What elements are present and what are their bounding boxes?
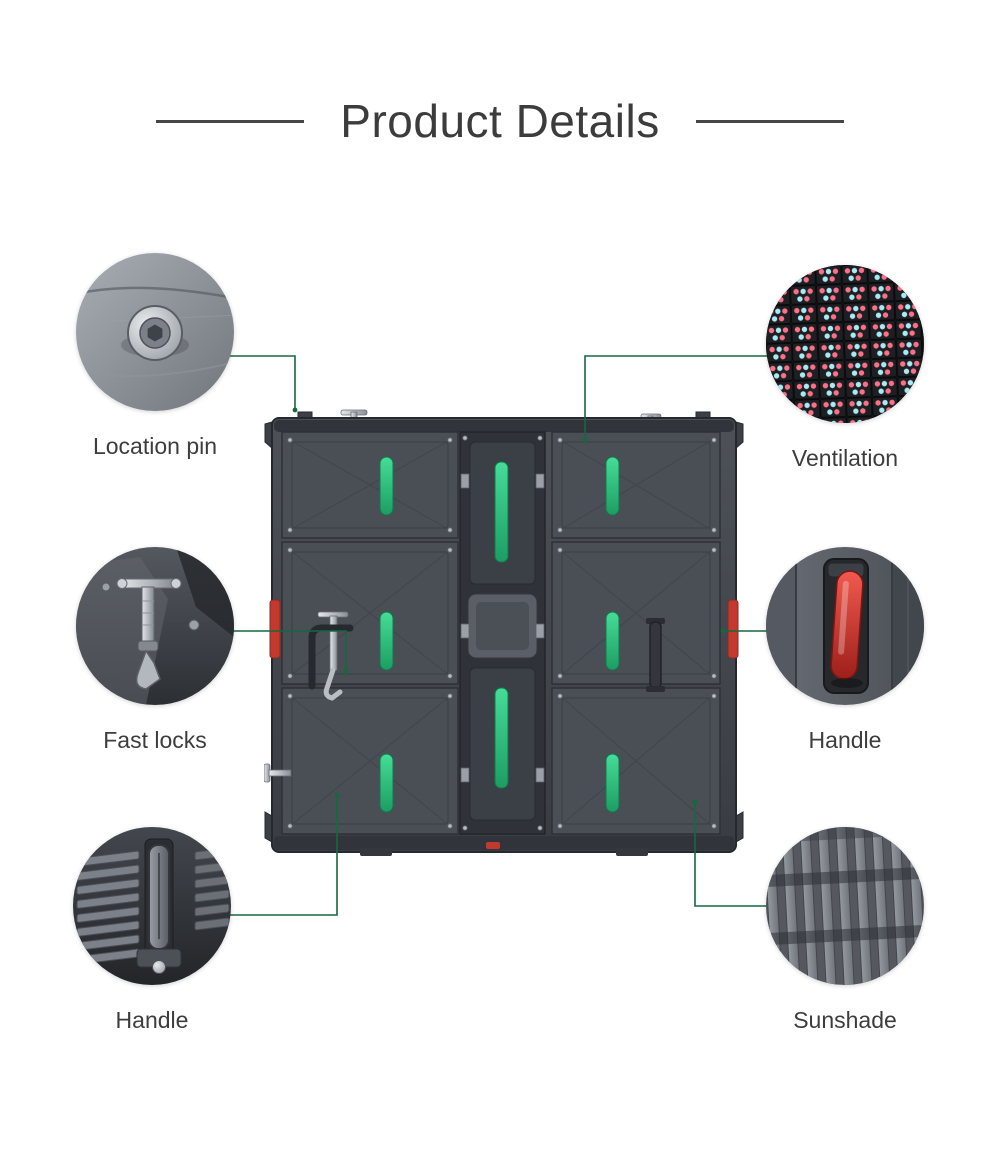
spine-connectors xyxy=(460,473,545,783)
handle-screw xyxy=(152,960,166,974)
ventilation-photo xyxy=(766,265,924,423)
cabinet-bottom-rail xyxy=(274,836,734,850)
page-title: Product Details xyxy=(340,95,660,147)
callout-sunshade: Sunshade xyxy=(766,827,924,1034)
handle-side-detail-svg xyxy=(766,547,924,705)
section-header: Product Details xyxy=(0,94,1000,148)
cabinet-center-spine xyxy=(459,431,546,835)
red-pull-handle xyxy=(830,570,864,680)
title-rule-left xyxy=(156,119,305,123)
cabinet-screws xyxy=(287,435,717,831)
callout-location-pin: Location pin xyxy=(76,253,234,460)
handle-bottom-detail-svg xyxy=(73,827,231,985)
red-latch-right xyxy=(727,599,739,659)
sunshade-detail-svg xyxy=(766,827,924,985)
title-rule-right xyxy=(695,119,844,123)
red-latch-left xyxy=(269,599,281,659)
module-green-handles xyxy=(379,456,620,813)
callout-label-ventilation: Ventilation xyxy=(791,445,899,471)
callout-ventilation: Ventilation xyxy=(766,265,924,472)
led-cabinet-svg xyxy=(263,409,744,856)
callout-handle-bottom: Handle xyxy=(73,827,231,1034)
callout-label-sunshade: Sunshade xyxy=(793,1007,897,1033)
fast-lock-hook xyxy=(135,649,161,690)
callout-handle-side: Handle xyxy=(766,547,924,754)
led-cabinet-rear-image xyxy=(263,396,744,868)
callout-label-handle-side: Handle xyxy=(808,727,882,753)
callout-label-handle-bottom: Handle xyxy=(115,1007,189,1033)
cabinet-module-frames xyxy=(291,441,711,825)
fast-locks-detail-svg xyxy=(76,547,234,705)
callout-fast-locks: Fast locks xyxy=(76,547,234,754)
sunshade-photo xyxy=(766,827,924,985)
fast-locks-photo xyxy=(76,547,234,705)
sunshade-louvers xyxy=(766,827,924,985)
spine-green-strip-top xyxy=(494,461,509,563)
bottom-feet xyxy=(360,848,648,856)
location-pin-photo xyxy=(76,253,234,411)
ventilation-detail-svg xyxy=(766,265,924,423)
spine-green-strip-bottom xyxy=(494,687,509,789)
side-pin-left-bottom xyxy=(263,763,292,783)
pin-hex-socket xyxy=(147,324,163,342)
led-module-grid xyxy=(766,265,924,423)
callout-label-fast-locks: Fast locks xyxy=(103,727,207,753)
handle-bottom-photo xyxy=(73,827,231,985)
cabinet-top-rail xyxy=(274,420,734,432)
callout-label-location-pin: Location pin xyxy=(92,433,218,459)
handle-side-photo xyxy=(766,547,924,705)
bottom-red-latch xyxy=(486,842,500,849)
fast-lock-t-handle xyxy=(116,578,182,690)
grab-handle-right xyxy=(646,618,665,692)
location-pin-detail-svg xyxy=(76,253,234,411)
